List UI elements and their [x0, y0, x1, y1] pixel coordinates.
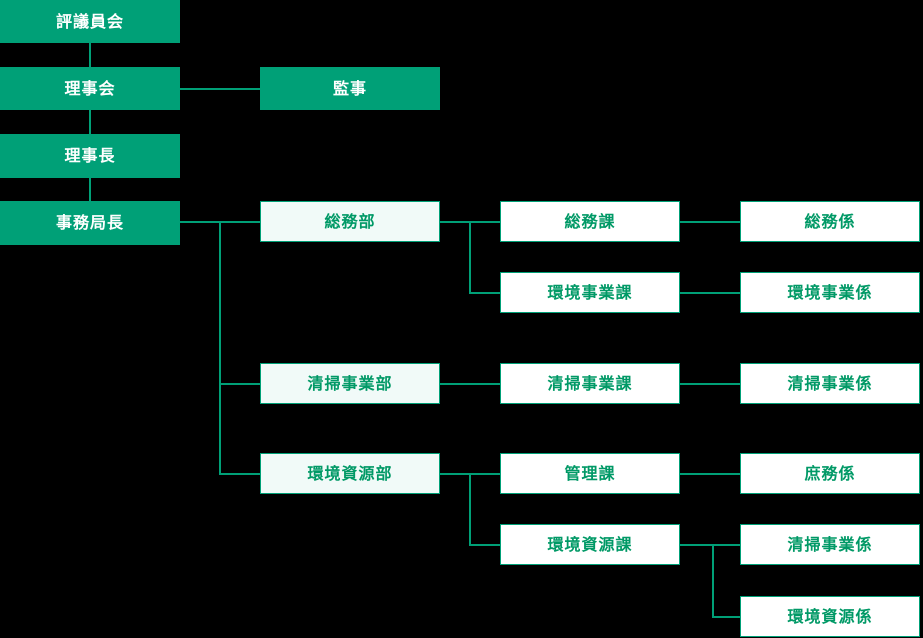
- connector-trunk-departments: [219, 221, 221, 474]
- connector-somubu-kankyojigyoka: [469, 292, 501, 294]
- connector-seisojigyobu-ka: [439, 383, 501, 385]
- node-label: 環境資源課: [547, 534, 633, 554]
- node-somuka[interactable]: 総務課: [500, 201, 680, 242]
- node-seisojigyobu[interactable]: 清掃事業部: [260, 363, 440, 404]
- connector-trunk-kankyoshigenbu: [219, 473, 261, 475]
- connector-kankyoshigenka-branch: [679, 544, 741, 546]
- node-kanrika[interactable]: 管理課: [500, 453, 680, 494]
- connector-seisojigyoka-gakari: [679, 383, 741, 385]
- connector-kankyoshigenka-branch-vertical: [712, 544, 714, 617]
- node-label: 総務課: [564, 211, 616, 231]
- node-kankyoshigenka[interactable]: 環境資源課: [500, 524, 680, 565]
- connector-trunk-seisojigyobu: [219, 383, 261, 385]
- node-label: 評議員会: [55, 11, 124, 31]
- node-kankyoshigengakari[interactable]: 環境資源係: [740, 596, 920, 637]
- connector-hyogiinkai-rijikai: [89, 43, 91, 67]
- node-kanji[interactable]: 監事: [260, 67, 440, 110]
- connector-rijikai-rijicho: [89, 110, 91, 134]
- node-label: 環境資源係: [787, 606, 873, 626]
- node-label: 庶務係: [804, 463, 856, 483]
- node-kankyojigyoka[interactable]: 環境事業課: [500, 272, 680, 313]
- node-somugakari[interactable]: 総務係: [740, 201, 920, 242]
- connector-rijicho-jimukyokucho: [89, 178, 91, 201]
- connector-kankyojigyoka-gakari: [679, 292, 741, 294]
- connector-somubu-branch-vertical: [469, 221, 471, 293]
- node-kankyoshigenbu[interactable]: 環境資源部: [260, 453, 440, 494]
- node-label: 環境資源部: [307, 463, 393, 483]
- node-label: 事務局長: [55, 213, 124, 232]
- node-label: 管理課: [564, 463, 616, 483]
- node-kankyojigyogakari[interactable]: 環境事業係: [740, 272, 920, 313]
- node-hyogiinkai[interactable]: 評議員会: [0, 0, 180, 43]
- node-rijicho[interactable]: 理事長: [0, 134, 180, 178]
- node-label: 清掃事業課: [547, 373, 633, 393]
- node-label: 総務係: [804, 211, 856, 231]
- node-label: 総務部: [324, 211, 376, 231]
- node-rijikai[interactable]: 理事会: [0, 67, 180, 110]
- node-label: 清掃事業部: [307, 373, 393, 393]
- node-label: 理事会: [64, 78, 116, 98]
- node-shomugakari[interactable]: 庶務係: [740, 453, 920, 494]
- node-label: 監事: [332, 78, 367, 98]
- connector-kankyoshigenka-kankyoshigengakari: [712, 616, 742, 618]
- node-label: 環境事業課: [547, 282, 633, 302]
- connector-rijikai-kanji: [180, 88, 260, 90]
- node-seisojigyoka[interactable]: 清掃事業課: [500, 363, 680, 404]
- node-jimukyokucho[interactable]: 事務局長: [0, 201, 180, 245]
- node-label: 環境事業係: [787, 282, 873, 302]
- node-seisojigyogakari[interactable]: 清掃事業係: [740, 363, 920, 404]
- node-label: 清掃事業係: [787, 373, 873, 393]
- connector-kankyoshigenbu-branch-vertical: [469, 473, 471, 545]
- node-label: 理事長: [64, 146, 116, 165]
- connector-kankyoshigenbu-kankyoshigenka: [469, 544, 501, 546]
- node-label: 清掃事業係: [787, 534, 873, 554]
- node-somubu[interactable]: 総務部: [260, 201, 440, 242]
- connector-somuka-somugakari: [679, 221, 741, 223]
- connector-kanrika-shomugakari: [679, 473, 741, 475]
- node-seisojigyogakari-2[interactable]: 清掃事業係: [740, 524, 920, 565]
